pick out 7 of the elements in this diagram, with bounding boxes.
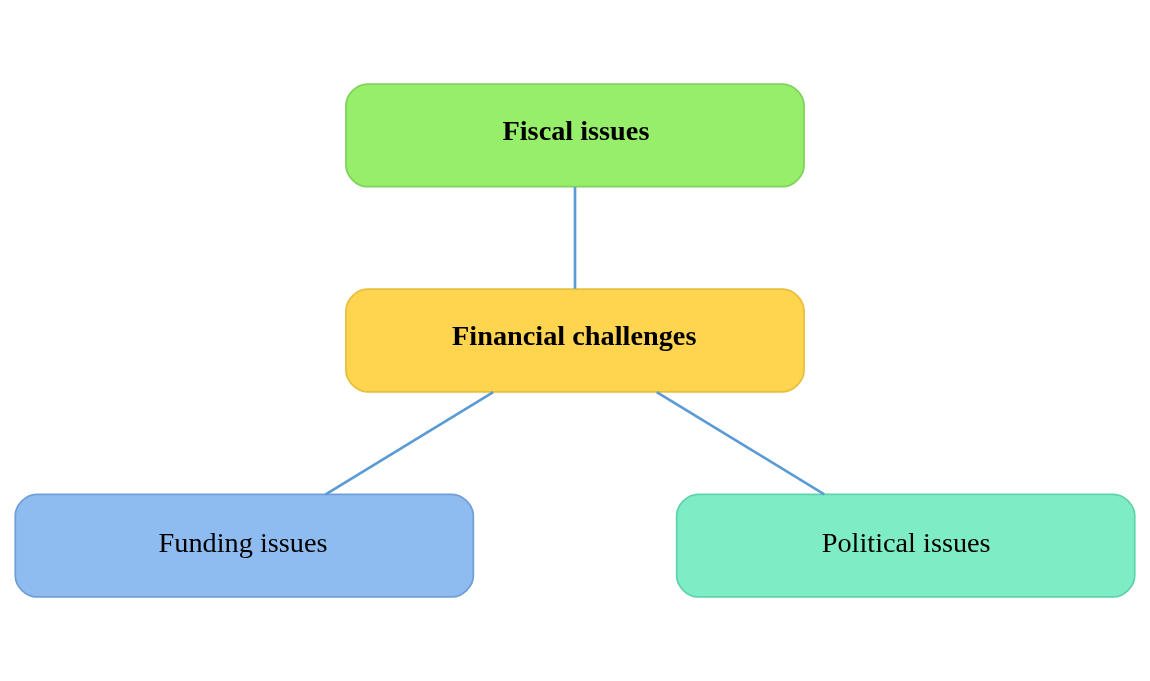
- connector: [573, 186, 577, 289]
- node-box: Political issues: [675, 493, 1136, 598]
- connector: [656, 390, 825, 496]
- connector: [325, 390, 494, 496]
- node-box: Fiscal issues: [345, 83, 805, 188]
- node-box: Financial challenges: [345, 288, 805, 393]
- node-box: Funding issues: [14, 493, 475, 598]
